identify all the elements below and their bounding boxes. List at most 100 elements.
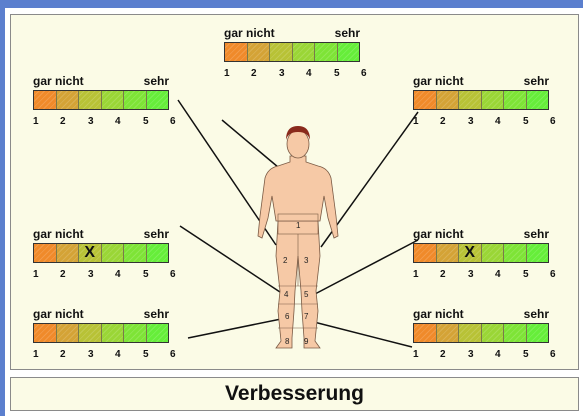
scale-cell-4[interactable] <box>481 324 504 342</box>
scale-cell-4[interactable] <box>101 244 124 262</box>
scale-cell-5[interactable] <box>504 91 527 109</box>
scale-number-1: 1 <box>33 116 39 127</box>
footer-title: Verbesserung <box>225 382 364 405</box>
scale-cell-2[interactable] <box>436 91 459 109</box>
scale-cell-1[interactable] <box>414 91 437 109</box>
scale-number-3: 3 <box>468 116 474 127</box>
scale-number-4: 4 <box>306 68 312 79</box>
scale-number-6: 6 <box>170 349 176 360</box>
scale-number-2: 2 <box>440 116 446 127</box>
scale-cell-4[interactable] <box>292 43 315 61</box>
scale-number-6: 6 <box>361 68 367 79</box>
scale-cell-1[interactable] <box>34 91 57 109</box>
scale-label-high: sehr <box>523 227 549 241</box>
scale-number-4: 4 <box>495 269 501 280</box>
scale-cell-2[interactable] <box>247 43 270 61</box>
region-8: 8 <box>285 337 290 346</box>
scale-number-4: 4 <box>115 269 121 280</box>
scale-number-5: 5 <box>523 269 529 280</box>
scale-cell-5[interactable] <box>315 43 338 61</box>
scale-number-1: 1 <box>224 68 230 79</box>
scale-cell-6[interactable] <box>526 244 548 262</box>
scale-cell-6[interactable] <box>337 43 359 61</box>
region-5: 5 <box>304 290 309 299</box>
scale-cell-1[interactable] <box>414 244 437 262</box>
scale-label-high: sehr <box>143 307 169 321</box>
scale-cell-3[interactable]: X <box>79 244 102 262</box>
scale-cell-6[interactable] <box>146 324 168 342</box>
scale-cell-2[interactable] <box>56 91 79 109</box>
scale-cell-1[interactable] <box>34 324 57 342</box>
body-figure: 1 2 3 4 5 6 7 8 9 <box>257 126 339 349</box>
hair <box>286 126 310 140</box>
scale-bar <box>413 90 549 110</box>
scale-cell-6[interactable] <box>146 91 168 109</box>
scale-cell-3[interactable] <box>459 324 482 342</box>
scale-number-1: 1 <box>413 116 419 127</box>
scale-number-1: 1 <box>33 349 39 360</box>
scale-bar: X <box>33 243 169 263</box>
selected-mark: X <box>84 244 96 261</box>
scale-number-2: 2 <box>251 68 257 79</box>
scale-cell-2[interactable] <box>436 324 459 342</box>
scale-cell-2[interactable] <box>56 324 79 342</box>
scale-number-3: 3 <box>88 349 94 360</box>
scale-number-4: 4 <box>495 116 501 127</box>
scale-number-1: 1 <box>413 349 419 360</box>
scale-number-5: 5 <box>143 349 149 360</box>
scale-cell-5[interactable] <box>504 244 527 262</box>
scale-cell-6[interactable] <box>146 244 168 262</box>
scale-label-low: gar nicht <box>33 74 84 88</box>
scale-cell-4[interactable] <box>101 324 124 342</box>
scale-cell-1[interactable] <box>34 244 57 262</box>
region-9: 9 <box>304 337 309 346</box>
scale-number-5: 5 <box>523 349 529 360</box>
scale-number-5: 5 <box>334 68 340 79</box>
scale-number-2: 2 <box>440 269 446 280</box>
scale-cell-3[interactable] <box>79 324 102 342</box>
scale-label-low: gar nicht <box>224 26 275 40</box>
scale-number-1: 1 <box>33 269 39 280</box>
scale-cell-3[interactable] <box>459 91 482 109</box>
scale-cell-4[interactable] <box>481 91 504 109</box>
region-4: 4 <box>284 290 289 299</box>
scale-cell-5[interactable] <box>124 324 147 342</box>
scale-cell-1[interactable] <box>225 43 248 61</box>
scale-cell-5[interactable] <box>124 244 147 262</box>
scale-number-3: 3 <box>88 269 94 280</box>
scale-number-3: 3 <box>468 269 474 280</box>
scale-label-low: gar nicht <box>33 307 84 321</box>
scale-cell-3[interactable] <box>270 43 293 61</box>
region-1: 1 <box>296 221 301 230</box>
scale-cell-1[interactable] <box>414 324 437 342</box>
scale-label-low: gar nicht <box>413 307 464 321</box>
scale-bar <box>413 323 549 343</box>
scale-cell-3[interactable]: X <box>459 244 482 262</box>
scale-cell-6[interactable] <box>526 91 548 109</box>
scale-bar <box>224 42 360 62</box>
scale-cell-6[interactable] <box>526 324 548 342</box>
scale-number-2: 2 <box>440 349 446 360</box>
scale-cell-2[interactable] <box>436 244 459 262</box>
scale-cell-2[interactable] <box>56 244 79 262</box>
scale-label-high: sehr <box>143 74 169 88</box>
scale-cell-4[interactable] <box>481 244 504 262</box>
scale-label-high: sehr <box>523 307 549 321</box>
scale-label-low: gar nicht <box>413 227 464 241</box>
scale-cell-5[interactable] <box>124 91 147 109</box>
window-top-border <box>0 0 583 8</box>
scale-number-4: 4 <box>115 349 121 360</box>
scale-cell-4[interactable] <box>101 91 124 109</box>
scale-cell-3[interactable] <box>79 91 102 109</box>
region-grid <box>277 213 319 329</box>
selected-mark: X <box>464 244 476 261</box>
scale-cell-5[interactable] <box>504 324 527 342</box>
